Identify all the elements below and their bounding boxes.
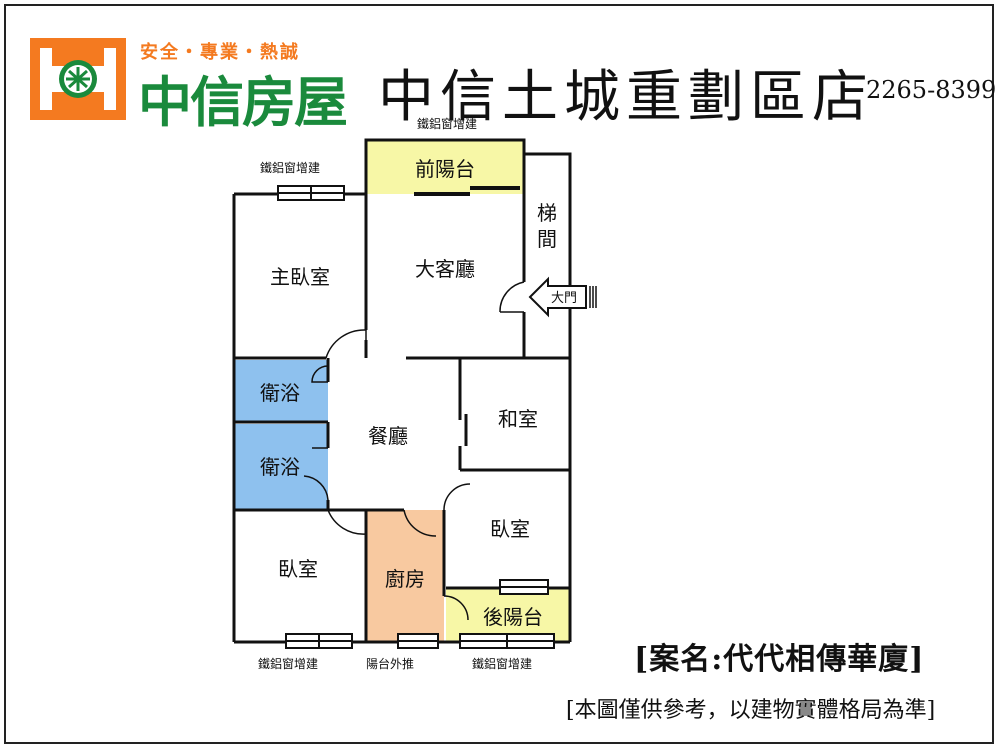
case-name: [案名:代代相傳華廈] <box>634 642 925 677</box>
annotation-window-left-top: 鐵鋁窗增建 <box>260 160 320 175</box>
bathroom-2-fill <box>234 424 328 510</box>
store-name: 中信土城重劃區店 <box>378 65 874 130</box>
room-label-bedroom-left: 臥室 <box>278 557 318 581</box>
annotation-window-bottom-right: 鐵鋁窗增建 <box>472 656 532 671</box>
room-label-kitchen: 廚房 <box>385 567 425 591</box>
annotation-window-bottom-left: 鐵鋁窗增建 <box>258 656 318 671</box>
room-label-rear-balcony: 後陽台 <box>483 605 543 629</box>
room-label-dining-room: 餐廳 <box>368 424 408 448</box>
room-label-japanese-room: 和室 <box>498 407 538 431</box>
room-label-bathroom-1: 衛浴 <box>260 381 300 405</box>
brand-slogan: 安全・專業・熱誠 <box>140 42 300 63</box>
bathroom-1-fill <box>234 360 328 422</box>
annotation-balcony-extension: 陽台外推 <box>366 656 414 671</box>
annotation-window-top: 鐵鋁窗增建 <box>417 116 477 131</box>
room-label-bedroom-right: 臥室 <box>490 517 530 541</box>
annotation-main-door: 大門 <box>551 291 577 306</box>
room-label-master-bedroom: 主臥室 <box>270 265 330 289</box>
japanese-room-sliding-door <box>458 392 468 446</box>
store-phone: 2265-8399 <box>866 76 997 104</box>
room-label-front-balcony: 前陽台 <box>415 157 475 181</box>
brand-name: 中信房屋 <box>138 71 348 134</box>
kitchen-fill <box>366 510 444 642</box>
room-label-stairwell-1: 梯 <box>537 201 557 225</box>
outer-frame <box>4 4 994 744</box>
brand-logo <box>30 38 126 120</box>
room-label-bathroom-2: 衛浴 <box>260 455 300 479</box>
front-balcony-fill <box>366 140 524 194</box>
room-label-stairwell-2: 間 <box>537 227 557 251</box>
window-markers <box>277 185 555 649</box>
room-label-living-room: 大客廳 <box>415 257 475 281</box>
logo-emblem-icon <box>30 38 126 120</box>
door-arcs <box>303 281 525 621</box>
disclaimer: [本圖僅供參考，以建物實體格局為準] <box>566 698 936 723</box>
main-door-arrow-icon <box>528 276 597 318</box>
front-sliding-window <box>414 186 520 196</box>
